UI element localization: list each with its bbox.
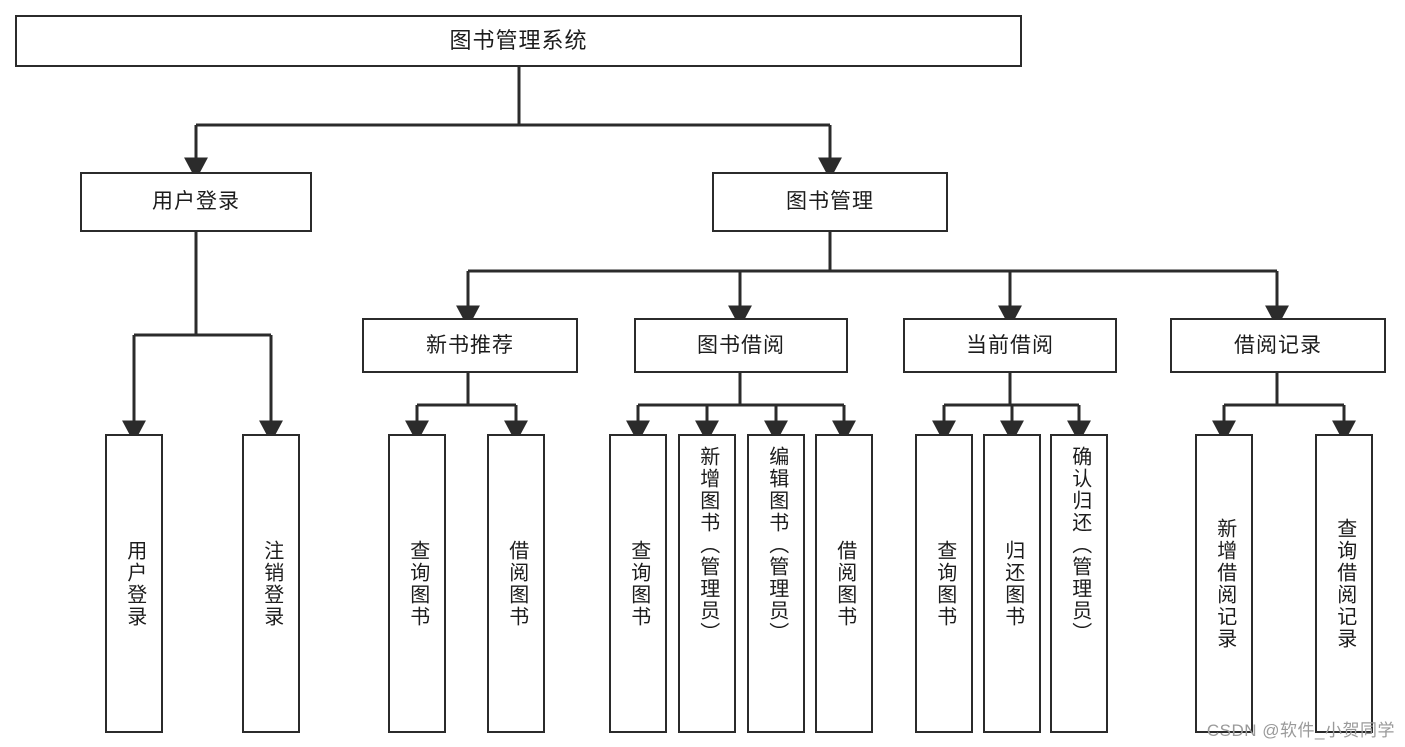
node-leaf-borrow-book-recommend[interactable]: 借阅图书 bbox=[487, 434, 545, 733]
node-current-borrow[interactable]: 当前借阅 bbox=[903, 318, 1117, 373]
node-label: 用户登录 bbox=[123, 539, 146, 628]
node-book-borrow[interactable]: 图书借阅 bbox=[634, 318, 848, 373]
node-label: 编辑图书（管理员） bbox=[765, 446, 788, 644]
node-label: 注销登录 bbox=[260, 539, 283, 628]
node-leaf-query-borrow-record[interactable]: 查询借阅记录 bbox=[1315, 434, 1373, 733]
node-leaf-return-book[interactable]: 归还图书 bbox=[983, 434, 1041, 733]
node-leaf-query-book-current[interactable]: 查询图书 bbox=[915, 434, 973, 733]
node-label: 查询图书 bbox=[406, 539, 429, 628]
node-leaf-logout[interactable]: 注销登录 bbox=[242, 434, 300, 733]
node-leaf-query-book-borrow[interactable]: 查询图书 bbox=[609, 434, 667, 733]
node-label: 查询图书 bbox=[933, 539, 956, 628]
node-user-login[interactable]: 用户登录 bbox=[80, 172, 312, 232]
node-label: 查询图书 bbox=[627, 539, 650, 628]
node-root-system[interactable]: 图书管理系统 bbox=[15, 15, 1022, 67]
node-label: 新增图书（管理员） bbox=[696, 446, 719, 644]
node-label: 借阅图书 bbox=[833, 539, 856, 628]
node-borrow-record[interactable]: 借阅记录 bbox=[1170, 318, 1386, 373]
node-leaf-confirm-return-admin[interactable]: 确认归还（管理员） bbox=[1050, 434, 1108, 733]
node-leaf-user-login[interactable]: 用户登录 bbox=[105, 434, 163, 733]
node-leaf-borrow-book[interactable]: 借阅图书 bbox=[815, 434, 873, 733]
node-book-management[interactable]: 图书管理 bbox=[712, 172, 948, 232]
node-label: 查询借阅记录 bbox=[1333, 517, 1356, 650]
node-new-book-recommend[interactable]: 新书推荐 bbox=[362, 318, 578, 373]
node-leaf-query-book-recommend[interactable]: 查询图书 bbox=[388, 434, 446, 733]
node-label: 借阅图书 bbox=[505, 539, 528, 628]
node-leaf-add-borrow-record[interactable]: 新增借阅记录 bbox=[1195, 434, 1253, 733]
node-label: 新增借阅记录 bbox=[1213, 517, 1236, 650]
watermark-text: CSDN @软件_小贺同学 bbox=[1206, 721, 1395, 740]
node-leaf-add-book-admin[interactable]: 新增图书（管理员） bbox=[678, 434, 736, 733]
node-leaf-edit-book-admin[interactable]: 编辑图书（管理员） bbox=[747, 434, 805, 733]
node-label: 确认归还（管理员） bbox=[1068, 446, 1091, 644]
node-label: 归还图书 bbox=[1001, 539, 1024, 628]
